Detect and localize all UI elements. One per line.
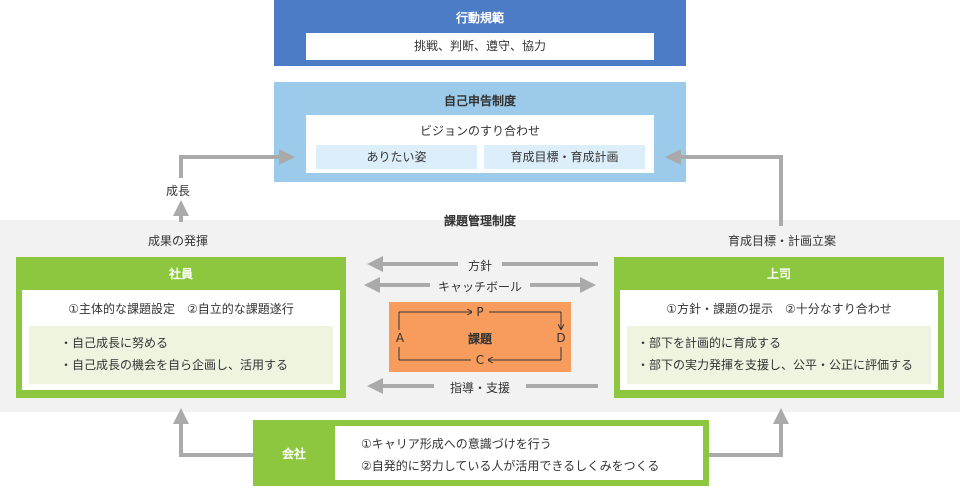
pdca-cycle-lines: [398, 302, 571, 372]
pdca-c: C: [472, 353, 488, 367]
boss-title: 上司: [766, 267, 791, 281]
self-report-right: 育成目標・育成計画: [484, 145, 645, 169]
employee-list: ・自己成長に努める ・自己成長の機会を自ら企画し、活用する: [29, 326, 333, 384]
pdca-d: D: [553, 331, 569, 345]
pdca-box: P D C A 課題: [389, 302, 571, 372]
self-report-left: ありたい姿: [316, 145, 477, 169]
employee-panel: ①主体的な課題設定 ②自立的な課題遂行 ・自己成長に努める ・自己成長の機会を自…: [22, 290, 340, 390]
boss-panel: ①方針・課題の提示 ②十分なすり合わせ ・部下を計画的に育成する ・部下の実力発…: [620, 290, 938, 390]
employee-roles: ①主体的な課題設定 ②自立的な課題遂行: [68, 302, 294, 316]
pdca-p: P: [472, 305, 488, 319]
employee-title: 社員: [168, 267, 193, 281]
company-title: 会社: [281, 447, 306, 461]
company-to-boss-arrow: [709, 408, 789, 457]
right-caption: 育成目標・計画立案: [727, 234, 836, 248]
employee-item: ・自己成長の機会を自ら企画し、活用する: [60, 358, 289, 372]
support-label-bg: 指導・支援: [434, 379, 526, 396]
catchball-label-bg: キャッチボール: [430, 278, 530, 295]
pdca-center-label: 課題: [467, 332, 492, 346]
boss-box: 上司 ①方針・課題の提示 ②十分なすり合わせ ・部下を計画的に育成する ・部下の…: [614, 257, 944, 398]
growth-arrow: [179, 149, 295, 178]
task-management-title: 課題管理制度: [443, 214, 516, 228]
plan-arrow: [665, 149, 783, 226]
left-caption: 成果の発揮: [147, 234, 208, 248]
boss-item: ・部下の実力発揮を支援し、公平・公正に評価する: [637, 358, 914, 372]
boss-list: ・部下を計画的に育成する ・部下の実力発揮を支援し、公平・公正に評価する: [627, 326, 931, 384]
self-report-subtitle: ビジョンのすり合わせ: [419, 124, 540, 138]
self-report-box: 自己申告制度 ビジョンのすり合わせ ありたい姿 育成目標・育成計画: [274, 82, 686, 182]
employee-box: 社員 ①主体的な課題設定 ②自立的な課題遂行 ・自己成長に努める ・自己成長の機…: [16, 257, 346, 398]
company-panel: ①キャリア形成への意識づけを行う ②自発的に努力している人が活用できるしくみをつ…: [335, 426, 703, 480]
growth-label: 成長: [165, 184, 190, 198]
self-report-panel: ビジョンのすり合わせ ありたい姿 育成目標・育成計画: [306, 115, 654, 173]
boss-roles: ①方針・課題の提示 ②十分なすり合わせ: [666, 302, 892, 316]
company-item: ①キャリア形成への意識づけを行う: [361, 437, 552, 451]
company-box: 会社 ①キャリア形成への意識づけを行う ②自発的に努力している人が活用できるしく…: [253, 420, 709, 486]
company-item: ②自発的に努力している人が活用できるしくみをつくる: [361, 459, 660, 473]
code-of-conduct-content: 挑戦、判断、遵守、協力: [306, 33, 654, 60]
pdca-a: A: [392, 331, 408, 345]
code-of-conduct-title: 行動規範: [455, 11, 504, 25]
self-report-title: 自己申告制度: [443, 94, 516, 108]
company-to-employee-arrow: [173, 408, 253, 457]
employee-item: ・自己成長に努める: [60, 336, 169, 350]
boss-item: ・部下を計画的に育成する: [637, 336, 782, 350]
code-of-conduct-box: 行動規範 挑戦、判断、遵守、協力: [274, 0, 686, 66]
policy-label-bg: 方針: [458, 257, 502, 274]
